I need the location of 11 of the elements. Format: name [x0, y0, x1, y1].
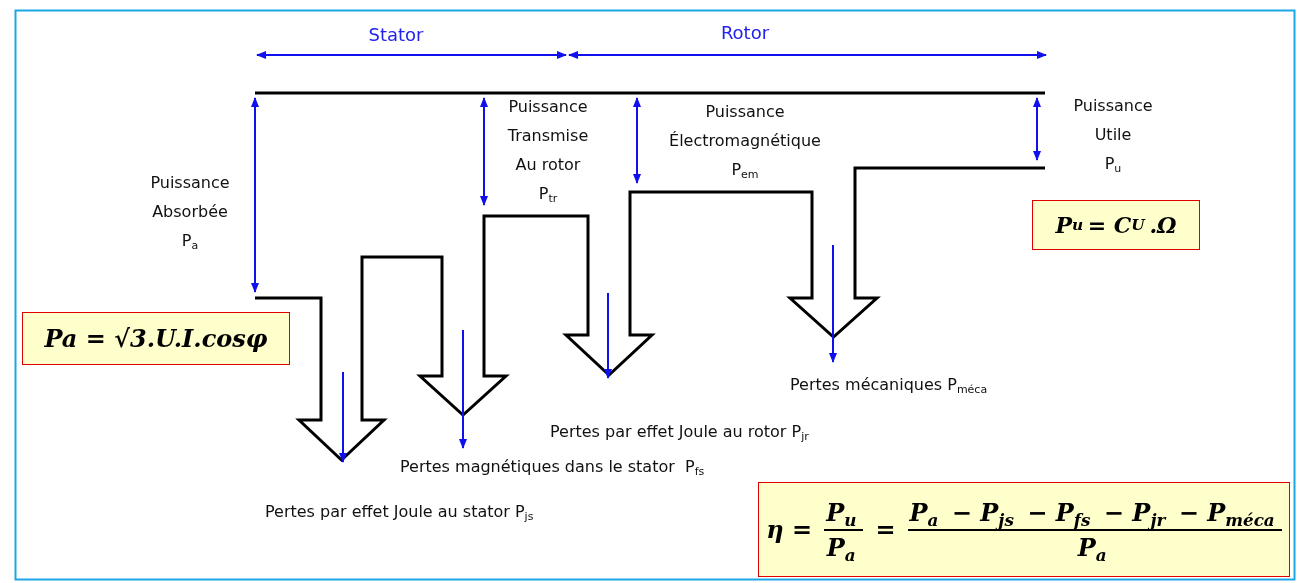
- power-label: Puissance Absorbée P$_{a}$: [149, 172, 231, 254]
- formula-box: Pa = √3.U.I.cosφ: [22, 312, 290, 365]
- power-label: Puissance Électromagnétique P$_{em}$: [668, 101, 822, 183]
- loss-label: Pertes par effet Joule au stator P$_{js}$: [265, 501, 534, 525]
- loss-label: Pertes par effet Joule au rotor P$_{jr}$: [550, 421, 809, 445]
- loss-label: Pertes magnétiques dans le stator P$_{fs}$: [400, 456, 705, 480]
- power-label: Puissance Transmise Au rotor P$_{tr}$: [507, 96, 589, 207]
- zone-label: Stator: [367, 24, 425, 46]
- loss-label: Pertes mécaniques P$_{méca}$: [790, 374, 988, 398]
- power-label: Puissance Utile P$_{u}$: [1072, 95, 1154, 177]
- zone-label: Rotor: [719, 22, 771, 44]
